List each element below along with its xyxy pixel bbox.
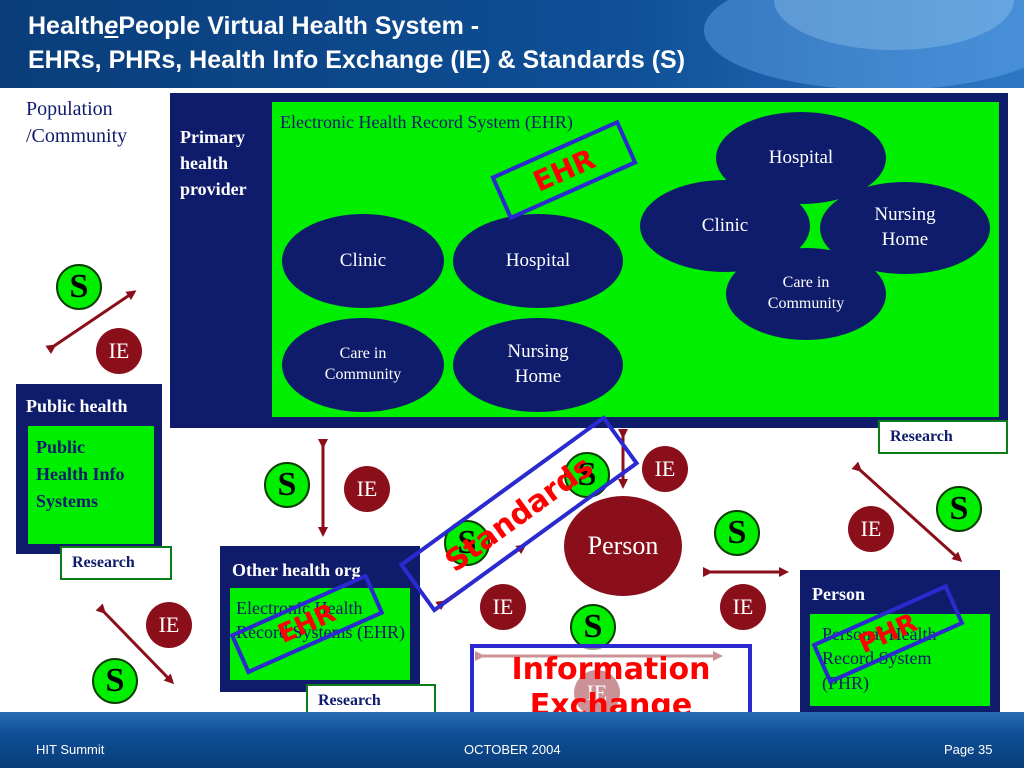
title-part-c: People Virtual Health System - [118, 12, 480, 40]
standards-s-4: S [444, 520, 490, 566]
arrow-public-other-org [95, 603, 175, 685]
standards-s-3: S [564, 452, 610, 498]
exchange-ie-6: IE [720, 584, 766, 630]
public-health-title: Public health [26, 396, 128, 416]
exchange-ie-1: IE [96, 328, 142, 374]
slide-title-line-2: EHRs, PHRs, Health Info Exchange (IE) & … [28, 46, 686, 74]
exchange-ie-4: IE [848, 506, 894, 552]
ehr-system-label: Electronic Health Record System (EHR) [280, 112, 573, 132]
standards-s-7: S [570, 604, 616, 650]
ehr-node-hospital-left: Hospital [453, 214, 623, 308]
person-phr-inner [810, 614, 990, 706]
ehr-node-care-community-left: Care in Community [282, 318, 444, 412]
public-health-inner [28, 426, 154, 544]
person-phr-title: Person [812, 584, 865, 604]
standards-s-5: S [714, 510, 760, 556]
person-phr-inner-label: Personal Health Record System (PHR) [822, 624, 937, 693]
standards-s-8: S [92, 658, 138, 704]
slide-header: HealthePeople Virtual Health System - EH… [0, 0, 1024, 88]
ehr-node-nursing-home-left: Nursing Home [453, 318, 623, 412]
exchange-ie-7: IE [146, 602, 192, 648]
standards-s-1: S [56, 264, 102, 310]
research-box-top: Research [878, 420, 1008, 454]
other-health-org-inner-label: Electronic Health Record Systems (EHR) [236, 598, 405, 643]
slide-title-line-1: HealthePeople Virtual Health System - [28, 12, 479, 41]
other-health-org-inner [230, 588, 410, 680]
standards-s-6: S [936, 486, 982, 532]
arrow-research-phr [851, 461, 963, 563]
population-label: Population /Community [26, 98, 128, 147]
footer-page-number: Page 35 [944, 742, 993, 757]
title-part-a: Health [28, 12, 105, 40]
footer-left: HIT Summit [36, 742, 105, 757]
arrow-person-other-org [435, 544, 527, 611]
exchange-ie-5: IE [480, 584, 526, 630]
person-center-circle: Person [564, 496, 682, 596]
ehr-node-care-community-right: Care in Community [726, 248, 886, 340]
arrow-population-public [45, 290, 137, 355]
ehr-node-clinic-left: Clinic [282, 214, 444, 308]
research-box-public-health: Research [60, 546, 172, 580]
other-health-org-title: Other health org [232, 560, 361, 580]
title-part-e: e [104, 12, 119, 40]
standards-s-2: S [264, 462, 310, 508]
slide-footer [0, 712, 1024, 768]
primary-provider-label: Primary health provider [180, 127, 247, 200]
footer-center: OCTOBER 2004 [464, 742, 561, 757]
exchange-ie-2: IE [344, 466, 390, 512]
exchange-ie-3: IE [642, 446, 688, 492]
public-health-inner-label: Public Health Info Systems [36, 437, 125, 511]
